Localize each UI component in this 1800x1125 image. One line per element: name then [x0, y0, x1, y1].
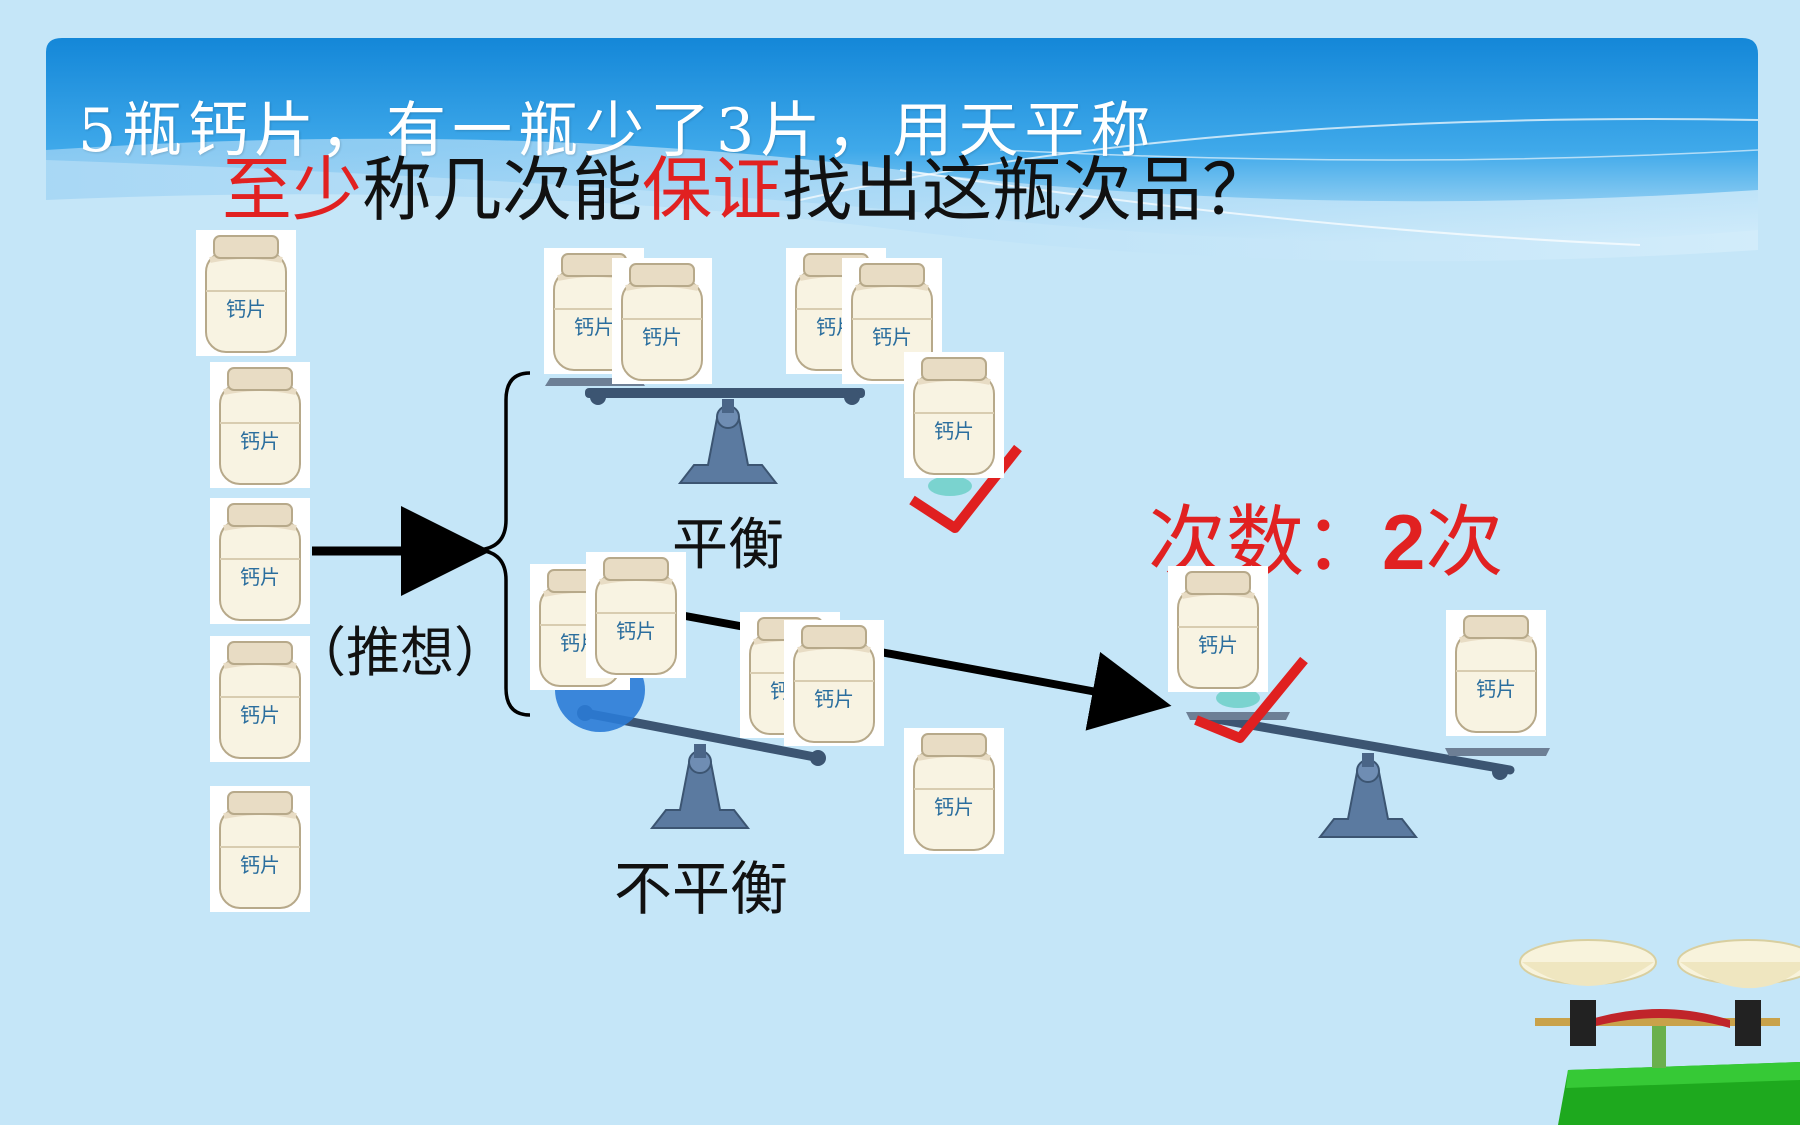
label-balanced: 平衡 — [672, 513, 784, 578]
bottle-label: 钙片 — [814, 687, 854, 711]
bottle-label: 钙片 — [240, 703, 280, 727]
calcium-bottle: 钙片 — [904, 728, 1004, 854]
calcium-bottle: 钙片 — [586, 552, 686, 678]
bottle-cap-top — [928, 476, 972, 496]
bottle-label: 钙片 — [616, 619, 656, 643]
bottle-label: 钙片 — [934, 795, 974, 819]
bottle-label: 钙片 — [934, 419, 974, 443]
question-text-b: 找出这瓶次品？ — [782, 149, 1272, 231]
bottle-label: 钙片 — [642, 325, 682, 349]
bottle-label: 钙片 — [574, 315, 614, 339]
calcium-bottle: 钙片 — [612, 258, 712, 384]
bottle-cap-final — [1216, 688, 1260, 708]
calcium-bottle: 钙片 — [210, 786, 310, 912]
calcium-bottle: 钙片 — [1168, 566, 1268, 692]
question-highlight-least: 至少 — [222, 149, 362, 231]
calcium-bottle: 钙片 — [904, 352, 1004, 478]
calcium-bottle: 钙片 — [210, 636, 310, 762]
bottle-label: 钙片 — [240, 429, 280, 453]
question-text-a: 称几次能 — [362, 149, 642, 231]
scale-balanced — [545, 378, 865, 484]
question-line-2: 至少称几次能保证找出这瓶次品？ — [222, 150, 1272, 230]
calcium-bottle: 钙片 — [784, 620, 884, 746]
bottle-label: 钙片 — [1198, 633, 1238, 657]
balance-illustration — [1519, 939, 1800, 1125]
count-unit: 次 — [1425, 498, 1504, 588]
question-line-1: 5瓶钙片，有一瓶少了3片，用天平称 — [78, 96, 1157, 166]
bottle-label: 钙片 — [240, 853, 280, 877]
calcium-bottle: 钙片 — [210, 362, 310, 488]
label-guess: （推想） — [292, 621, 508, 684]
bottle-label: 钙片 — [240, 565, 280, 589]
calcium-bottle: 钙片 — [196, 230, 296, 356]
label-unbalanced: 不平衡 — [614, 855, 789, 923]
brace — [477, 371, 531, 717]
calcium-bottle: 钙片 — [210, 498, 310, 624]
count-value: 2 — [1382, 498, 1426, 586]
bottle-label: 钙片 — [226, 297, 266, 321]
question-highlight-guarantee: 保证 — [642, 149, 782, 231]
bottle-label: 钙片 — [872, 325, 912, 349]
check-mark-final — [1194, 656, 1308, 743]
bottle-label: 钙片 — [1476, 677, 1516, 701]
calcium-bottle: 钙片 — [1446, 610, 1546, 736]
